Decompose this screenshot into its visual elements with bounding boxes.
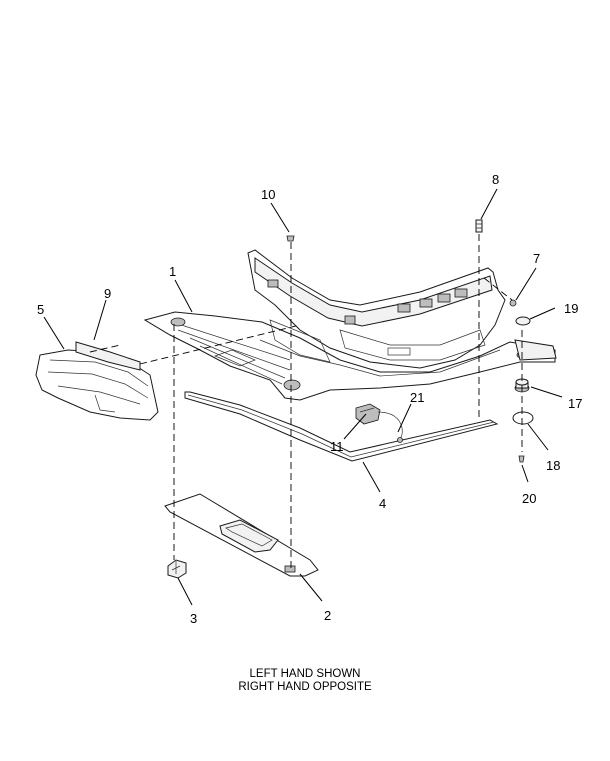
callout-8: 8 [492,172,499,187]
caption-line-1: LEFT HAND SHOWN [249,668,361,680]
caption-line-2: RIGHT HAND OPPOSITE [238,681,372,693]
callout-10: 10 [261,187,275,202]
part-3-clip [167,559,187,579]
callout-19: 19 [564,301,578,316]
callout-5: 5 [37,302,44,317]
alignment-lines [89,234,523,568]
callout-3: 3 [190,611,197,626]
callout-21: 21 [410,390,424,405]
callout-20: 20 [522,491,536,506]
part-1-floor-panel [143,249,557,401]
part-18-washer [512,411,534,425]
part-10-screw [286,235,295,242]
callout-labels: 1 2 3 4 5 7 8 9 10 11 17 18 19 20 21 [37,172,582,626]
callout-7: 7 [533,251,540,266]
leader-lines [43,188,563,606]
part-4-sill-strip [184,391,499,462]
part-5-side-trim-panel [35,341,159,421]
part-19-cap [515,316,531,326]
part-20-screw [518,455,525,463]
part-7-nut [509,299,517,307]
callout-2: 2 [324,608,331,623]
part-8-stud [475,219,483,233]
callout-11: 11 [330,439,344,454]
diagram-caption: LEFT HAND SHOWN RIGHT HAND OPPOSITE [0,668,610,694]
part-21-wire-harness [377,411,403,443]
callout-17: 17 [568,396,582,411]
callout-4: 4 [379,496,386,511]
callout-9: 9 [104,286,111,301]
callout-18: 18 [546,458,560,473]
part-2-scuff-plate [164,493,319,577]
callout-1: 1 [169,264,176,279]
